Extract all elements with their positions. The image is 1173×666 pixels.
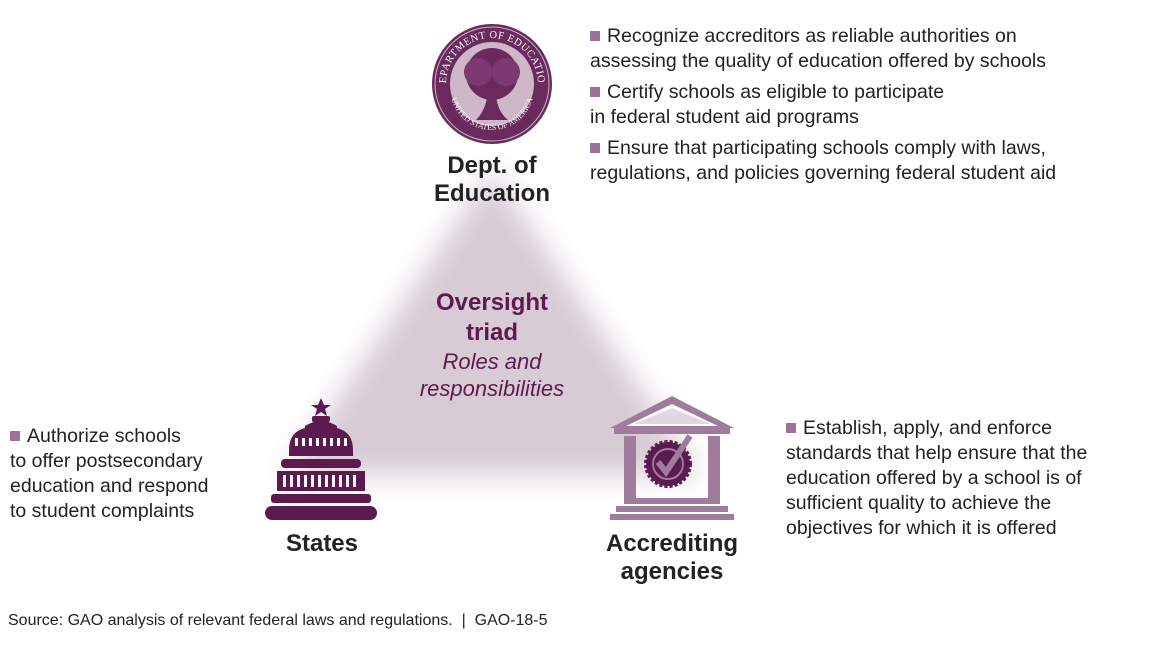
- education-bullets: Recognize accreditors as reliable author…: [590, 24, 1150, 192]
- bullet-item: Recognize accreditors as reliable author…: [590, 25, 1047, 72]
- education-label: Dept. of Education: [433, 152, 550, 207]
- accredited-institution-icon: [610, 396, 734, 520]
- bullet-item: Certify schools as eligible to participa…: [590, 81, 945, 128]
- states-label: States: [285, 530, 359, 557]
- source-note: Source: GAO analysis of relevant federal…: [8, 612, 548, 629]
- accreditors-label: Accrediting agencies: [605, 530, 739, 585]
- department-of-education-seal: DEPARTMENT OF EDUCATION UNITED STATES OF…: [430, 22, 552, 144]
- triad-center-label: Oversight triad Roles and responsibiliti…: [419, 289, 565, 401]
- capitol-dome-icon: [265, 398, 377, 520]
- bullet-item: Ensure that participating schools comply…: [590, 137, 1057, 184]
